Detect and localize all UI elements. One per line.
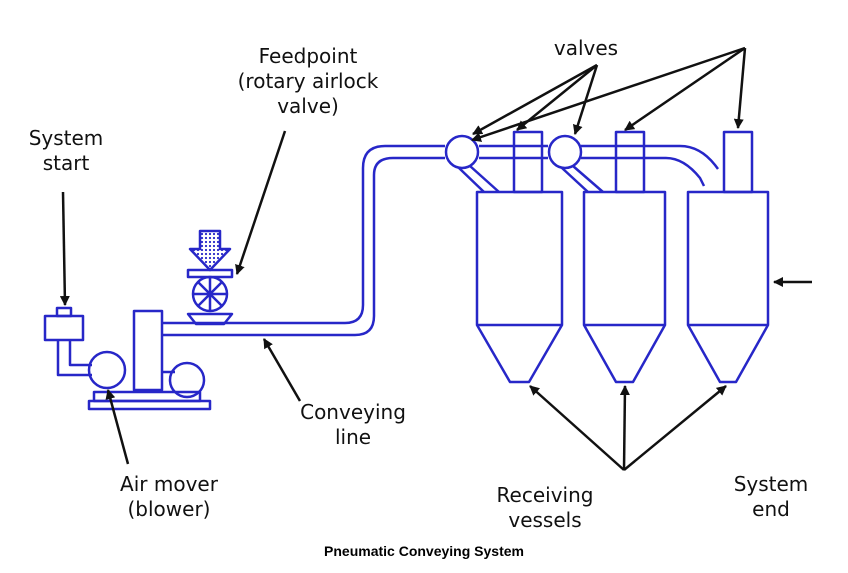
arrow-feedpoint <box>235 130 287 275</box>
arrow-valves-5 <box>624 46 746 132</box>
arrow-vessel-2 <box>619 385 630 471</box>
label-air-mover: Air mover(blower) <box>120 472 218 521</box>
arrow-valves-3 <box>572 64 599 135</box>
diverter-valve-1 <box>444 134 500 193</box>
arrow-conveying-line <box>262 338 302 402</box>
receiving-vessel-3 <box>686 190 770 384</box>
arrow-valves-6 <box>733 47 747 129</box>
arrow-valves-1 <box>472 63 598 136</box>
arrow-valves-4 <box>471 46 746 142</box>
vent-stack-3 <box>722 130 754 194</box>
blower <box>87 309 212 411</box>
rotary-airlock-valve <box>186 268 234 326</box>
vent-stack-2 <box>614 130 646 194</box>
receiving-vessel-2 <box>582 190 667 384</box>
arrow-air-mover <box>105 389 130 465</box>
diverter-valve-2 <box>547 134 604 193</box>
arrow-vessel-1 <box>529 385 625 471</box>
arrow-system-start <box>59 191 70 306</box>
vent-stack-1 <box>512 130 544 194</box>
label-valves: valves <box>553 36 619 60</box>
feed-hopper-arrow <box>188 229 232 272</box>
arrow-vessel-3 <box>623 385 727 471</box>
conveying-line <box>162 144 719 337</box>
system-start-switch <box>43 306 92 377</box>
receiving-vessel-1 <box>475 190 564 384</box>
diagram-caption: Pneumatic Conveying System <box>324 543 524 559</box>
